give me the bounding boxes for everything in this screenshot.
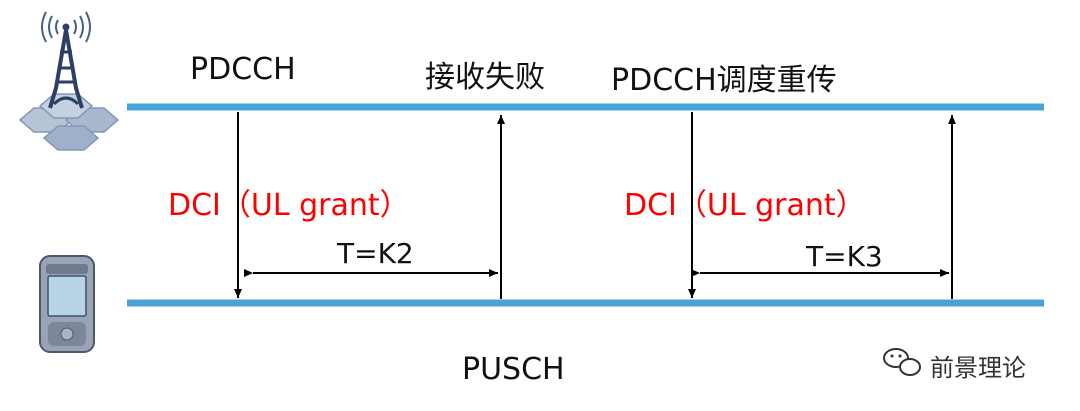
dci-label-1: DCI（UL grant） xyxy=(168,188,410,223)
k3-label: T=K3 xyxy=(806,240,883,273)
pdcch-label: PDCCH xyxy=(190,52,296,87)
pusch-label: PUSCH xyxy=(462,352,565,387)
pdcch-resched-label: PDCCH调度重传 xyxy=(611,63,837,98)
watermark-text: 前景理论 xyxy=(930,354,1026,382)
k2-label: T=K2 xyxy=(337,237,414,270)
rx-fail-label: 接收失败 xyxy=(425,60,545,95)
dci-label-2: DCI（UL grant） xyxy=(624,188,866,223)
wechat-icon xyxy=(883,348,921,376)
mobile-phone-icon xyxy=(39,255,95,353)
cell-tower-icon xyxy=(18,11,120,151)
